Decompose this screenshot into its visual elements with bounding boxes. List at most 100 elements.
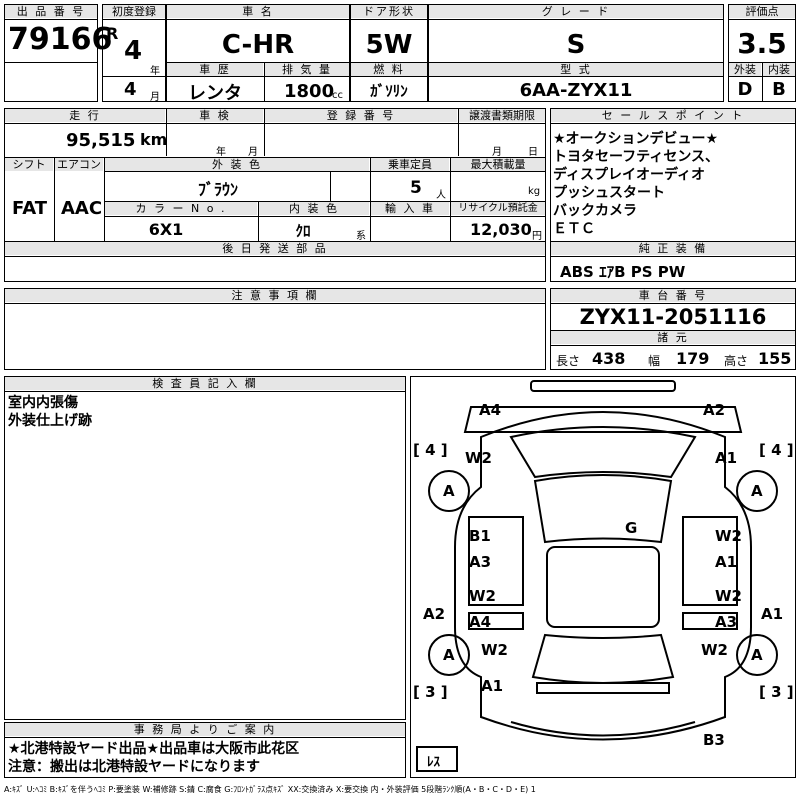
mark-a4-l2: A4 bbox=[469, 613, 492, 631]
displacement-label: 排 気 量 bbox=[265, 63, 349, 76]
transfer-month-unit: 月 bbox=[492, 147, 502, 158]
later-parts-label: 後 日 発 送 部 品 bbox=[5, 242, 545, 255]
equip-value: ABS ｴｱB PS PW bbox=[560, 263, 686, 281]
capacity-label: 乗車定員 bbox=[371, 158, 449, 171]
notes-label: 注 意 事 項 欄 bbox=[5, 289, 545, 302]
mark-a2-top: A2 bbox=[703, 401, 726, 419]
inspector-line: 外装仕上げ跡 bbox=[8, 413, 92, 429]
year-unit: 年 bbox=[150, 66, 160, 77]
detail-box bbox=[4, 108, 546, 282]
mark-a3-r2: A3 bbox=[715, 613, 738, 631]
car-diagram: A4 A2 W2 A1 A A G B1 A3 W2 A1 W2 A4 W2 A… bbox=[410, 376, 796, 778]
height-label: 高さ bbox=[724, 354, 749, 368]
mark-tire-rr: A bbox=[751, 646, 763, 664]
first-reg-label: 初度登録 bbox=[103, 5, 165, 18]
model-label: 型 式 bbox=[429, 63, 723, 76]
length-label: 長さ bbox=[556, 354, 581, 368]
color-no-value: 6X1 bbox=[148, 220, 184, 239]
history-label: 車 歴 bbox=[167, 63, 263, 76]
color-label: 外 装 色 bbox=[105, 158, 369, 171]
mark-w2-r1: W2 bbox=[715, 527, 742, 545]
notes-box bbox=[4, 288, 546, 370]
mark-tire-fl: A bbox=[443, 482, 455, 500]
shift-label: シフト bbox=[5, 158, 53, 171]
history-value: レンタ bbox=[188, 83, 242, 104]
inspector-line: 室内内張傷 bbox=[8, 395, 78, 411]
mark-a1-fr: A1 bbox=[715, 449, 738, 467]
shift-value: FAT bbox=[12, 198, 48, 219]
mark-a3-l: A3 bbox=[469, 553, 492, 571]
transfer-label: 譲渡書類期限 bbox=[459, 109, 545, 122]
mark-w2-r2: W2 bbox=[715, 587, 742, 605]
width-value: 179 bbox=[676, 349, 710, 368]
fuel-value: ｶﾞｿﾘﾝ bbox=[370, 82, 408, 100]
lot-box bbox=[4, 4, 98, 102]
office-line: 注意：搬出は北港特設ヤードになります bbox=[8, 759, 260, 775]
mark-a1-rear: A1 bbox=[481, 677, 504, 695]
tread-fr: [ 4 ] bbox=[759, 441, 794, 459]
interior-label: 内 装 色 bbox=[259, 202, 369, 215]
tread-fl: [ 4 ] bbox=[413, 441, 448, 459]
tread-rr: [ 3 ] bbox=[759, 683, 794, 701]
transfer-day-unit: 日 bbox=[528, 147, 538, 158]
load-label: 最大積載量 bbox=[451, 158, 545, 171]
insp-year-unit: 年 bbox=[216, 147, 226, 158]
mark-a2-l: A2 bbox=[423, 605, 446, 623]
mark-w2-fl: W2 bbox=[465, 449, 492, 467]
recycle-label: リサイクル預託金 bbox=[451, 202, 545, 215]
mark-b3: B3 bbox=[703, 731, 725, 749]
int-score: B bbox=[772, 79, 786, 100]
mark-tire-fr: A bbox=[751, 482, 763, 500]
office-line: ★北港特設ヤード出品★出品車は大阪市此花区 bbox=[8, 741, 300, 757]
chassis-label: 車 台 番 号 bbox=[551, 289, 795, 302]
mark-g: G bbox=[625, 519, 638, 537]
first-reg-box bbox=[102, 4, 166, 102]
color-no-label: カ ラ ー N o . bbox=[105, 202, 257, 215]
inspector-label: 検 査 員 記 入 欄 bbox=[5, 377, 405, 390]
sales-box bbox=[550, 108, 796, 282]
grade-value: S bbox=[566, 30, 586, 60]
sales-line: トヨタセーフティセンス、 bbox=[553, 149, 720, 165]
mark-tire-rl: A bbox=[443, 646, 455, 664]
height-value: 155 bbox=[758, 349, 792, 368]
load-unit: kg bbox=[528, 186, 541, 197]
sales-line: プッシュスタート bbox=[553, 185, 665, 201]
insp-month-unit: 月 bbox=[248, 147, 258, 158]
car-name: C-HR bbox=[221, 30, 295, 60]
model-value: 6AA-ZYX11 bbox=[519, 80, 633, 101]
ac-value: AAC bbox=[61, 198, 103, 219]
office-label: 事 務 局 よ り ご 案 内 bbox=[5, 723, 405, 736]
sales-line: ディスプレイオーディオ bbox=[553, 167, 706, 183]
km-unit: km bbox=[140, 130, 168, 149]
reg-year: 4 bbox=[124, 36, 143, 66]
reg-era: R bbox=[106, 24, 119, 43]
import-label: 輸 入 車 bbox=[371, 202, 449, 215]
recycle-value: 12,030 bbox=[470, 220, 532, 239]
lot-label: 出 品 番 号 bbox=[5, 5, 97, 18]
sales-line: バックカメラ bbox=[553, 203, 637, 219]
office-box bbox=[4, 722, 406, 778]
mark-a4: A4 bbox=[479, 401, 502, 419]
length-value: 438 bbox=[592, 349, 626, 368]
lot-number: 79166 bbox=[8, 22, 113, 57]
month-unit: 月 bbox=[150, 92, 160, 103]
legend: A:ｷｽﾞ U:ﾍｺﾐ B:ｷｽﾞを伴うﾍｺﾐ P:要塗装 W:補修跡 S:錆 … bbox=[4, 785, 536, 794]
cc-unit: cc bbox=[332, 90, 343, 101]
car-name-label: 車 名 bbox=[167, 5, 349, 18]
chassis-value: ZYX11-2051116 bbox=[579, 305, 767, 329]
door-label: ドア形状 bbox=[351, 5, 427, 18]
int-label: 内装 bbox=[763, 63, 795, 76]
spec-label: 諸 元 bbox=[551, 331, 795, 344]
score-value: 3.5 bbox=[737, 27, 787, 60]
mark-a1-r: A1 bbox=[761, 605, 784, 623]
ext-score: D bbox=[737, 79, 753, 100]
interior-unit: 系 bbox=[356, 231, 366, 242]
chassis-box bbox=[550, 288, 796, 370]
sales-line: ★オークションデビュー★ bbox=[553, 131, 719, 147]
yen-unit: 円 bbox=[532, 231, 542, 242]
interior-value: ｸﾛ bbox=[295, 222, 311, 240]
capacity-value: 5 bbox=[410, 178, 422, 198]
mark-w2-l2: W2 bbox=[469, 587, 496, 605]
car-outline bbox=[416, 380, 778, 772]
grade-box bbox=[428, 4, 724, 102]
